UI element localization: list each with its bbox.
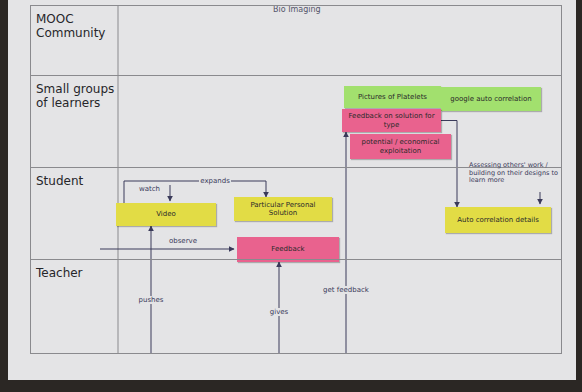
sticky-note: Feedback on solution for type xyxy=(342,109,441,132)
swimlane-band: Small groups of learnersPictures of Plat… xyxy=(30,75,562,167)
watch-arrow xyxy=(170,185,171,201)
handwritten-note: watch xyxy=(138,185,161,193)
handwritten-note: Assessing others' work / building on the… xyxy=(468,162,562,185)
note-text: Auto correlation details xyxy=(457,216,539,225)
sticky-note: google auto correlation xyxy=(441,87,541,111)
paper-sheet xyxy=(8,0,576,380)
arrow-label: pushes xyxy=(138,296,165,304)
handwritten-note: observe xyxy=(168,237,198,245)
lane-title: Small groups of learners xyxy=(31,76,116,110)
note-text: potential / economical exploitation xyxy=(354,138,447,155)
sticky-note: Video xyxy=(116,203,216,226)
lane-divider xyxy=(118,5,119,354)
lane-title: MOOC Community xyxy=(31,6,116,40)
swimlane-band: Teacher xyxy=(30,259,562,354)
title-text: Bio Imaging xyxy=(272,6,322,14)
sticky-note: Pictures of Platelets xyxy=(344,86,441,108)
assessing-arrow xyxy=(540,192,541,204)
lane-title: Student xyxy=(31,168,116,188)
note-text: google auto correlation xyxy=(450,95,531,104)
note-text: Video xyxy=(156,210,176,219)
note-text: Particular Personal Solution xyxy=(238,201,328,218)
sticky-note: Auto correlation details xyxy=(445,207,551,233)
sticky-note: potential / economical exploitation xyxy=(350,134,451,159)
flow-arrow xyxy=(151,226,152,354)
arrow-label: get feedback xyxy=(322,286,370,294)
lane-title: Teacher xyxy=(31,260,116,280)
arrow-label: expands xyxy=(199,177,231,185)
note-text: Feedback xyxy=(271,245,304,254)
swimlane-band: MOOC Community xyxy=(30,5,562,75)
note-text: Feedback on solution for type xyxy=(346,112,437,129)
observe-arrow xyxy=(100,249,234,250)
flow-arrow xyxy=(346,132,347,354)
arrow-label: gives xyxy=(269,308,289,316)
note-text: Pictures of Platelets xyxy=(358,93,427,102)
sticky-note: Particular Personal Solution xyxy=(234,197,332,221)
